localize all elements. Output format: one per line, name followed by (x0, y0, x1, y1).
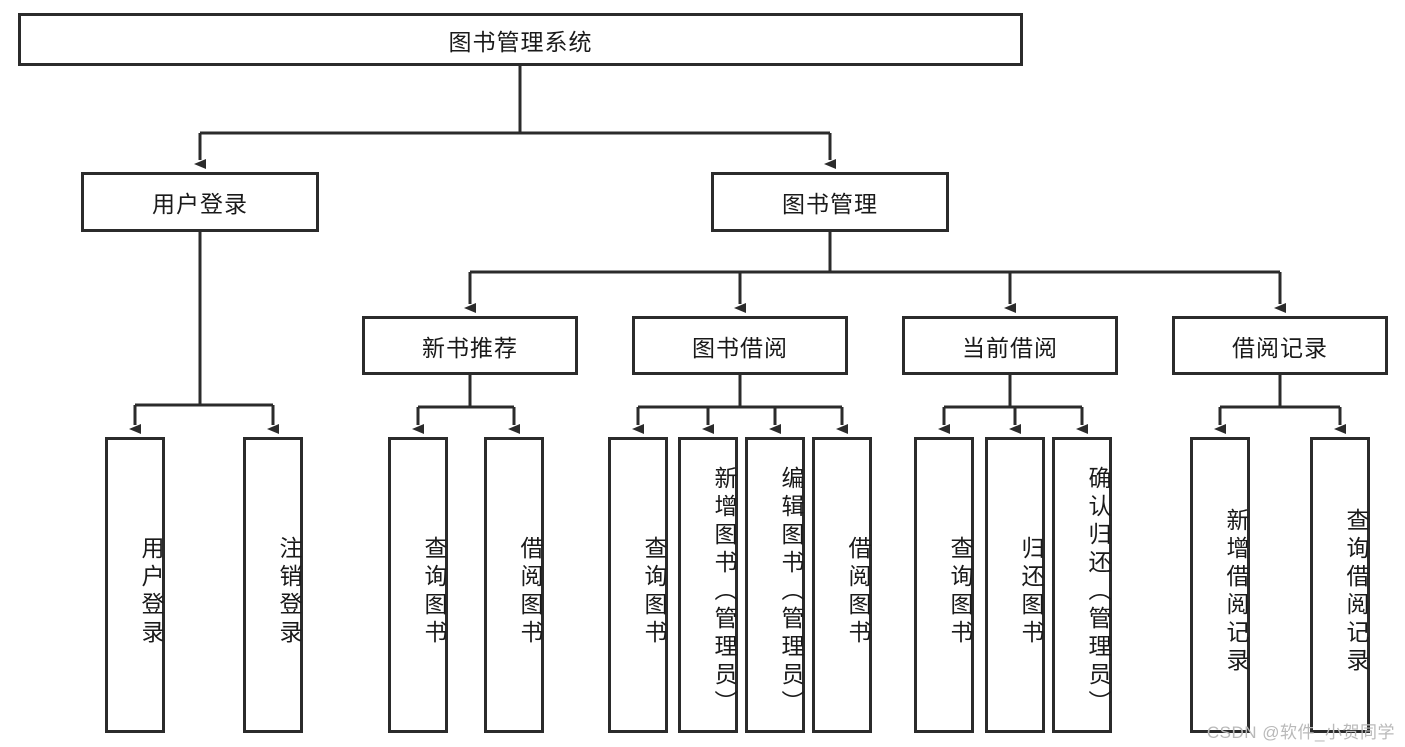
node-root-label: 图书管理系统 (448, 28, 593, 55)
leaf-logout[interactable]: 注销登录 (243, 437, 303, 733)
node-borrow-records-label: 借阅记录 (1232, 334, 1328, 361)
leaf-borrow-books[interactable]: 借阅图书 (812, 437, 872, 733)
leaf-add-borrow-record[interactable]: 新增借阅记录 (1190, 437, 1250, 733)
leaf-label: 归还图书 (1018, 536, 1044, 648)
leaf-confirm-return-admin[interactable]: 确认归还（管理员） (1052, 437, 1112, 733)
node-book-management-label: 图书管理 (782, 191, 878, 217)
node-book-borrow[interactable]: 图书借阅 (632, 316, 848, 375)
node-current-borrow-label: 当前借阅 (962, 334, 1058, 361)
leaf-label: 新增借阅记录 (1223, 508, 1249, 676)
node-borrow-records[interactable]: 借阅记录 (1172, 316, 1388, 375)
node-user-login[interactable]: 用户登录 (81, 172, 319, 232)
leaf-label: 借阅图书 (845, 536, 871, 648)
leaf-label: 新增图书（管理员） (711, 466, 737, 718)
leaf-label: 注销登录 (276, 536, 302, 648)
leaf-query-books-borrow[interactable]: 查询图书 (608, 437, 668, 733)
node-current-borrow[interactable]: 当前借阅 (902, 316, 1118, 375)
leaf-edit-book-admin[interactable]: 编辑图书（管理员） (745, 437, 805, 733)
leaf-label: 查询借阅记录 (1343, 508, 1369, 676)
node-new-book-recommend[interactable]: 新书推荐 (362, 316, 578, 375)
leaf-label: 查询图书 (641, 536, 667, 648)
leaf-label: 借阅图书 (517, 536, 543, 648)
leaf-user-login[interactable]: 用户登录 (105, 437, 165, 733)
leaf-return-books[interactable]: 归还图书 (985, 437, 1045, 733)
node-new-book-recommend-label: 新书推荐 (422, 334, 518, 361)
leaf-label: 用户登录 (138, 536, 164, 648)
leaf-label: 确认归还（管理员） (1085, 466, 1111, 718)
leaf-add-book-admin[interactable]: 新增图书（管理员） (678, 437, 738, 733)
leaf-borrow-books-recommend[interactable]: 借阅图书 (484, 437, 544, 733)
node-user-login-label: 用户登录 (152, 191, 248, 217)
leaf-query-books-recommend[interactable]: 查询图书 (388, 437, 448, 733)
watermark: CSDN @软件_小贺同学 (1206, 723, 1395, 742)
node-root[interactable]: 图书管理系统 (18, 13, 1023, 66)
leaf-query-books-current[interactable]: 查询图书 (914, 437, 974, 733)
leaf-label: 编辑图书（管理员） (778, 466, 804, 718)
leaf-query-borrow-record[interactable]: 查询借阅记录 (1310, 437, 1370, 733)
node-book-management[interactable]: 图书管理 (711, 172, 949, 232)
node-book-borrow-label: 图书借阅 (692, 334, 788, 361)
leaf-label: 查询图书 (947, 536, 973, 648)
leaf-label: 查询图书 (421, 536, 447, 648)
